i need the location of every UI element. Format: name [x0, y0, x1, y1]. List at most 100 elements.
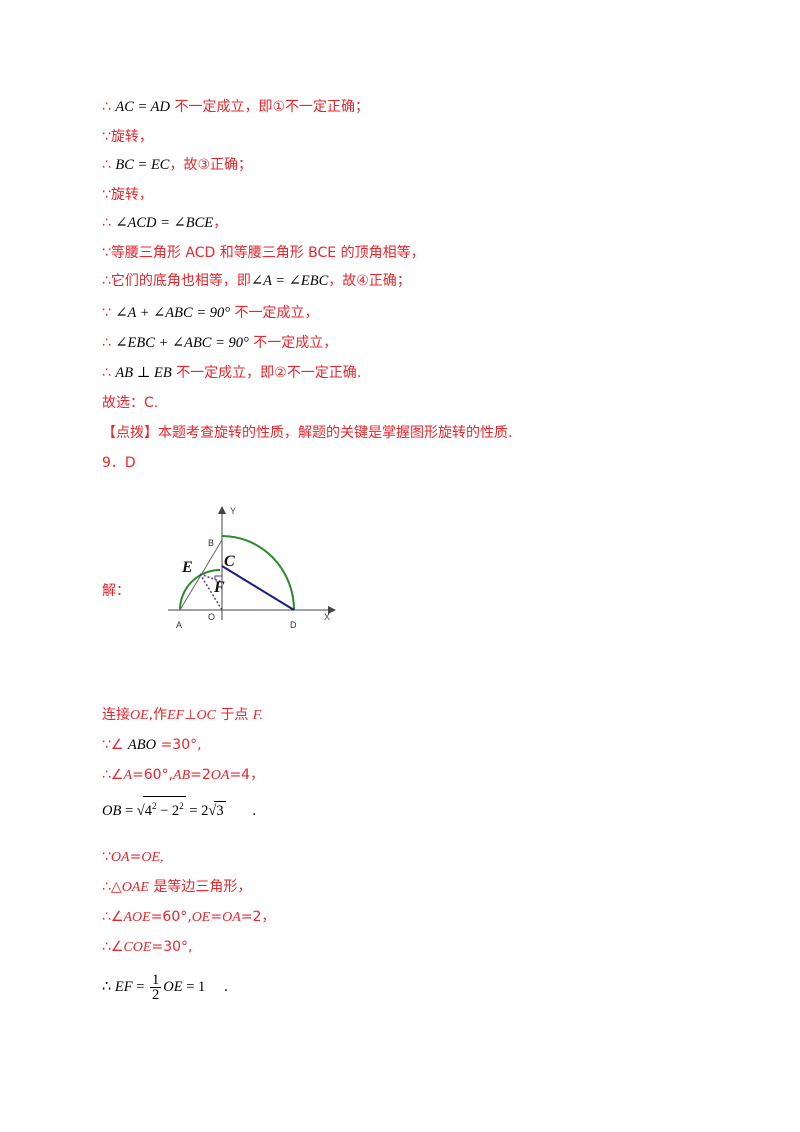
line-20: ∴△OAE 是等边三角形， — [102, 878, 251, 897]
text: 不一定成立， — [234, 305, 319, 321]
var-EF: EF — [167, 708, 185, 723]
text: 连接 — [102, 707, 130, 723]
text: 旋转， — [110, 187, 153, 203]
text: =4， — [229, 767, 265, 783]
var-AB: AB — [173, 768, 191, 783]
formula: AB ⊥ EB — [115, 365, 172, 381]
line-2: ∵旋转， — [102, 128, 153, 146]
segment-OE-dotted — [199, 573, 223, 611]
var-OA: OA — [210, 768, 230, 783]
point-F-label: F — [213, 579, 225, 596]
line-16: ∵∠ ABO =30°, — [102, 736, 202, 754]
text: 不一定成立，即①不一定正确； — [174, 99, 370, 115]
angle-ABO: ABO — [127, 737, 157, 753]
point-B-label: B — [208, 538, 214, 548]
text: 故选：C. — [102, 395, 159, 411]
var-OA: OA — [222, 910, 241, 925]
line-13: 9．D — [102, 454, 136, 472]
num: − 2 — [156, 802, 180, 819]
line-21: ∴∠AOE=60°,OE=OA=2， — [102, 908, 275, 927]
var-OC: OC — [196, 708, 216, 723]
line-7: ∴它们的底角也相等，即∠A = ∠EBC，故④正确； — [102, 272, 411, 290]
result: = 2 — [185, 802, 209, 819]
point-O-label: O — [208, 612, 215, 622]
text: ，故④正确； — [328, 273, 411, 289]
because-symbol: ∵ — [102, 187, 111, 203]
text: =30°, — [151, 939, 193, 955]
line-12: 【点拨】本题考查旋转的性质，解题的关键是掌握图形旋转的性质. — [102, 424, 512, 442]
line-17: ∴∠A=60°,AB=2OA=4， — [102, 766, 264, 785]
point-C-label: C — [224, 553, 235, 570]
line-18: OB = √42 − 22 = 2√3 . — [102, 796, 257, 820]
x-axis-label: X — [324, 612, 330, 622]
line-8: ∵ ∠A + ∠ABC = 90° 不一定成立， — [102, 304, 318, 322]
line-1: ∴ AC = AD 不一定成立，即①不一定正确； — [102, 98, 369, 116]
formula: ∠ACD = ∠BCE — [115, 215, 214, 231]
var-OB: OB — [102, 802, 122, 819]
because-symbol: ∵ — [102, 129, 111, 145]
line-22: ∴∠COE=30°, — [102, 938, 192, 957]
sqrt-symbol: √ — [136, 802, 145, 819]
line-6: ∵等腰三角形 ACD 和等腰三角形 BCE 的顶角相等， — [102, 244, 425, 262]
radicand: 42 − 22 — [142, 796, 186, 820]
text: ∴∠ — [102, 909, 124, 925]
segment-CD — [221, 565, 295, 611]
sqrt-symbol: √ — [208, 802, 217, 819]
line-10: ∴ AB ⊥ EB 不一定成立，即②不一定正确. — [102, 364, 361, 382]
text: ∴△ — [102, 879, 122, 895]
point-E-label: E — [181, 559, 193, 576]
right-angle-mark — [214, 575, 222, 580]
exponent: 2 — [152, 801, 157, 811]
var-A: A — [123, 768, 133, 783]
because-symbol: ∵ — [102, 305, 111, 321]
line-4: ∵旋转， — [102, 186, 153, 204]
x-axis-arrow-icon — [328, 606, 336, 614]
large-arc — [221, 535, 295, 611]
radicand: 3 — [214, 800, 226, 819]
formula: BC = EC — [115, 157, 170, 173]
line-5: ∴ ∠ACD = ∠BCE， — [102, 214, 227, 232]
var-OAE: OAE — [121, 880, 149, 895]
text: ∴∠ — [102, 767, 124, 783]
line-11: 故选：C. — [102, 394, 158, 412]
therefore-symbol: ∴ — [102, 99, 111, 115]
therefore-symbol: ∴ — [102, 215, 111, 231]
var-OE: OE — [163, 979, 183, 995]
text: ， — [213, 215, 228, 231]
exponent: 2 — [179, 801, 184, 811]
formula: ∠A = ∠EBC — [250, 273, 329, 289]
therefore-symbol: ∴ — [102, 157, 111, 173]
text: 于点 — [220, 707, 249, 723]
text: ∵等腰三角形 ACD 和等腰三角形 BCE 的顶角相等， — [102, 245, 425, 261]
line-19: ∵OA=OE, — [102, 848, 164, 867]
line-14: 解： — [102, 582, 130, 600]
denominator: 2 — [152, 986, 160, 1003]
text: 不一定成立， — [253, 335, 338, 351]
text: ，故③正确； — [169, 157, 253, 173]
var-OE: OE — [130, 708, 149, 723]
var-EF: EF — [114, 979, 133, 995]
text: ∴∠ — [102, 939, 124, 955]
var-OE: OE, — [141, 850, 164, 865]
formula: AC = AD — [115, 99, 171, 115]
text: 【点拨】本题考查旋转的性质，解题的关键是掌握图形旋转的性质. — [102, 425, 513, 441]
var-OA: OA — [110, 850, 130, 865]
text: =2， — [240, 909, 276, 925]
formula: ∠EBC + ∠ABC = 90° — [115, 335, 249, 351]
var-AOE: AOE — [123, 910, 151, 925]
text: =2 — [190, 767, 211, 783]
text: ∴它们的底角也相等，即 — [102, 273, 251, 289]
geometry-figure: Y X B C E F A O D — [168, 506, 336, 630]
therefore-symbol: ∴ — [102, 979, 115, 995]
period: . — [252, 802, 257, 819]
line-3: ∴ BC = EC，故③正确； — [102, 156, 252, 174]
y-axis-arrow-icon — [218, 506, 226, 514]
perpendicular-symbol: ⊥ — [184, 707, 197, 723]
text: =60°, — [150, 909, 192, 925]
small-arc — [179, 569, 221, 611]
var-COE: COE — [123, 940, 152, 955]
y-axis-label: Y — [230, 506, 236, 516]
because-symbol: ∵ — [102, 849, 111, 865]
